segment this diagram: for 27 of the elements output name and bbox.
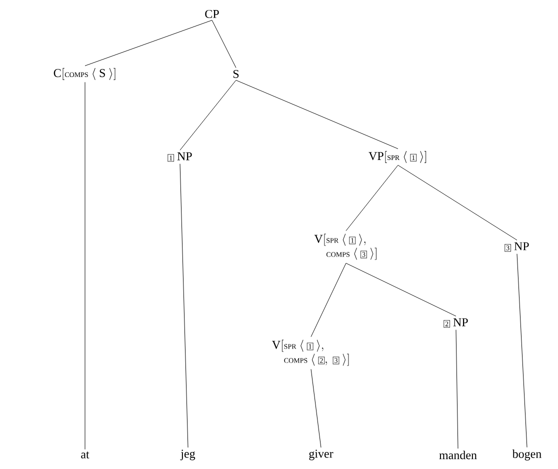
- tree-label: $\mathrm{S}$: [233, 70, 239, 78]
- tree-label: $\begin{array}{l}\mathrm{V}[\mbox{\scriptsize SPR}\ \langle\ \fbox{\scriptsize 1}\ \rangle,\\ \quad\mbox{\scriptsize COMPS}\ \langle\ \fbox{\scriptsize 2},\ \fbox{\scriptsize 3}\ \rangle]\end{array}$: [272, 340, 349, 366]
- branch-line: [398, 164, 518, 240]
- branch-line: [516, 254, 528, 448]
- tree-label: $\mathrm{VP}[\mbox{\scriptsize SPR}\ \langle\ \fbox{\scriptsize 1}\ \rangle]$: [368, 151, 426, 163]
- branch-line: [346, 164, 398, 232]
- tree-label: $\mathrm{C}[\mbox{\scriptsize COMPS}\ \langle\ \mathrm{S}\ \rangle]$: [54, 68, 116, 80]
- word: at: [81, 452, 90, 458]
- tree-label: $\mathrm{CP}$: [205, 10, 219, 18]
- branch-line: [310, 262, 346, 338]
- branch-line: [84, 20, 212, 66]
- branch-line: [310, 368, 322, 448]
- tree-label: $\fbox{\scriptsize 2}\ \mathrm{NP}$: [444, 318, 468, 328]
- branch-line: [212, 20, 236, 68]
- branch-line: [236, 80, 398, 150]
- branch-line: [180, 80, 236, 150]
- branch-line: [346, 262, 456, 316]
- tree-label: $\fbox{\scriptsize 1}\ \mathrm{NP}$: [168, 152, 192, 162]
- branch-line: [84, 82, 86, 450]
- tree-label: $\begin{array}{l}\mathrm{V}[\mbox{\scriptsize SPR}\ \langle\ \fbox{\scriptsize 1}\ \rangle,\\ \quad\mbox{\scriptsize COMPS}\ \langle\ \fbox{\scriptsize 3}\ \rangle]\end{array}$: [314, 234, 376, 260]
- branch-line: [180, 164, 188, 448]
- word: bogen: [512, 450, 542, 460]
- tree-label: $\fbox{\scriptsize 3}\ \mathrm{NP}$: [504, 242, 529, 252]
- word: jeg: [180, 450, 196, 460]
- word: manden: [439, 450, 477, 460]
- word: giver: [309, 450, 334, 460]
- branch-line: [456, 330, 458, 449]
